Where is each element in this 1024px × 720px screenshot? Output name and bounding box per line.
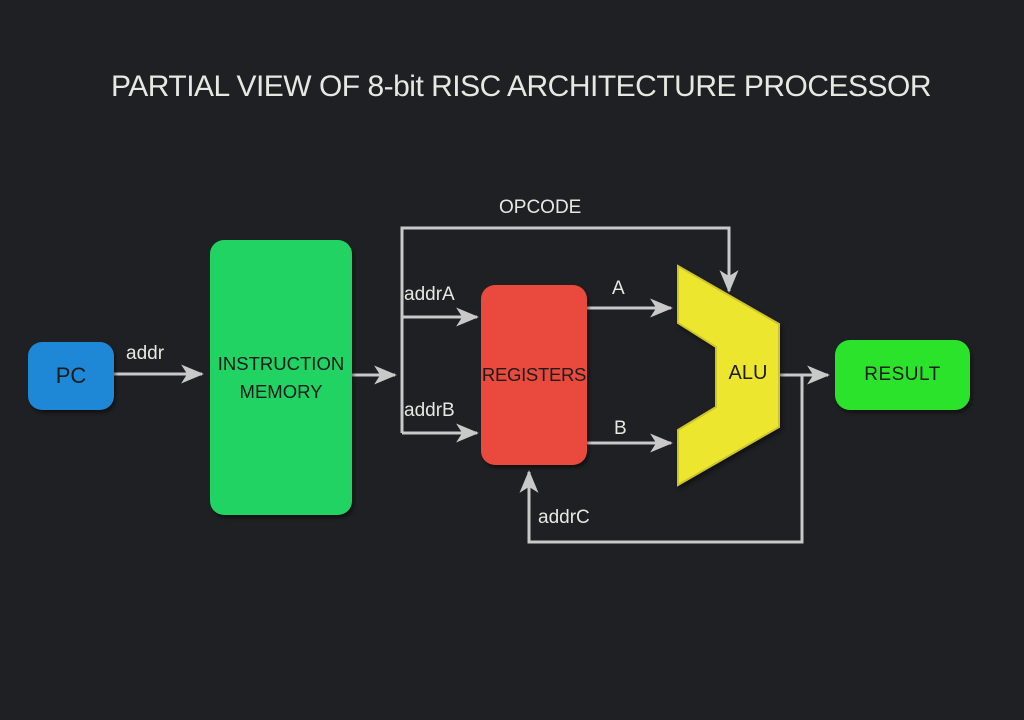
registers-node: REGISTERS — [481, 285, 587, 465]
pc-node: PC — [28, 342, 114, 410]
addr-wire-label: addr — [126, 343, 165, 364]
addrb-wire-label: addrB — [404, 400, 455, 421]
addra-wire-label: addrA — [404, 284, 455, 305]
registers-label: REGISTERS — [481, 364, 587, 385]
opcode-wire-label: OPCODE — [499, 197, 582, 218]
addrc-wire-label: addrC — [538, 507, 590, 528]
instruction-memory-node: INSTRUCTION MEMORY — [210, 240, 352, 515]
alu-node — [677, 264, 780, 487]
instruction-memory-label: INSTRUCTION MEMORY — [217, 352, 345, 402]
operand-a-wire-label: A — [612, 278, 625, 299]
wire-addrc — [519, 375, 804, 544]
result-node: RESULT — [835, 340, 970, 410]
diagram-title: PARTIAL VIEW OF 8-bit RISC ARCHITECTURE … — [110, 70, 932, 103]
alu-label: ALU — [728, 362, 768, 384]
operand-b-wire-label: B — [614, 418, 627, 439]
pc-label: PC — [55, 363, 87, 388]
result-label: RESULT — [864, 364, 941, 385]
wire-opcode-bus — [400, 226, 739, 433]
